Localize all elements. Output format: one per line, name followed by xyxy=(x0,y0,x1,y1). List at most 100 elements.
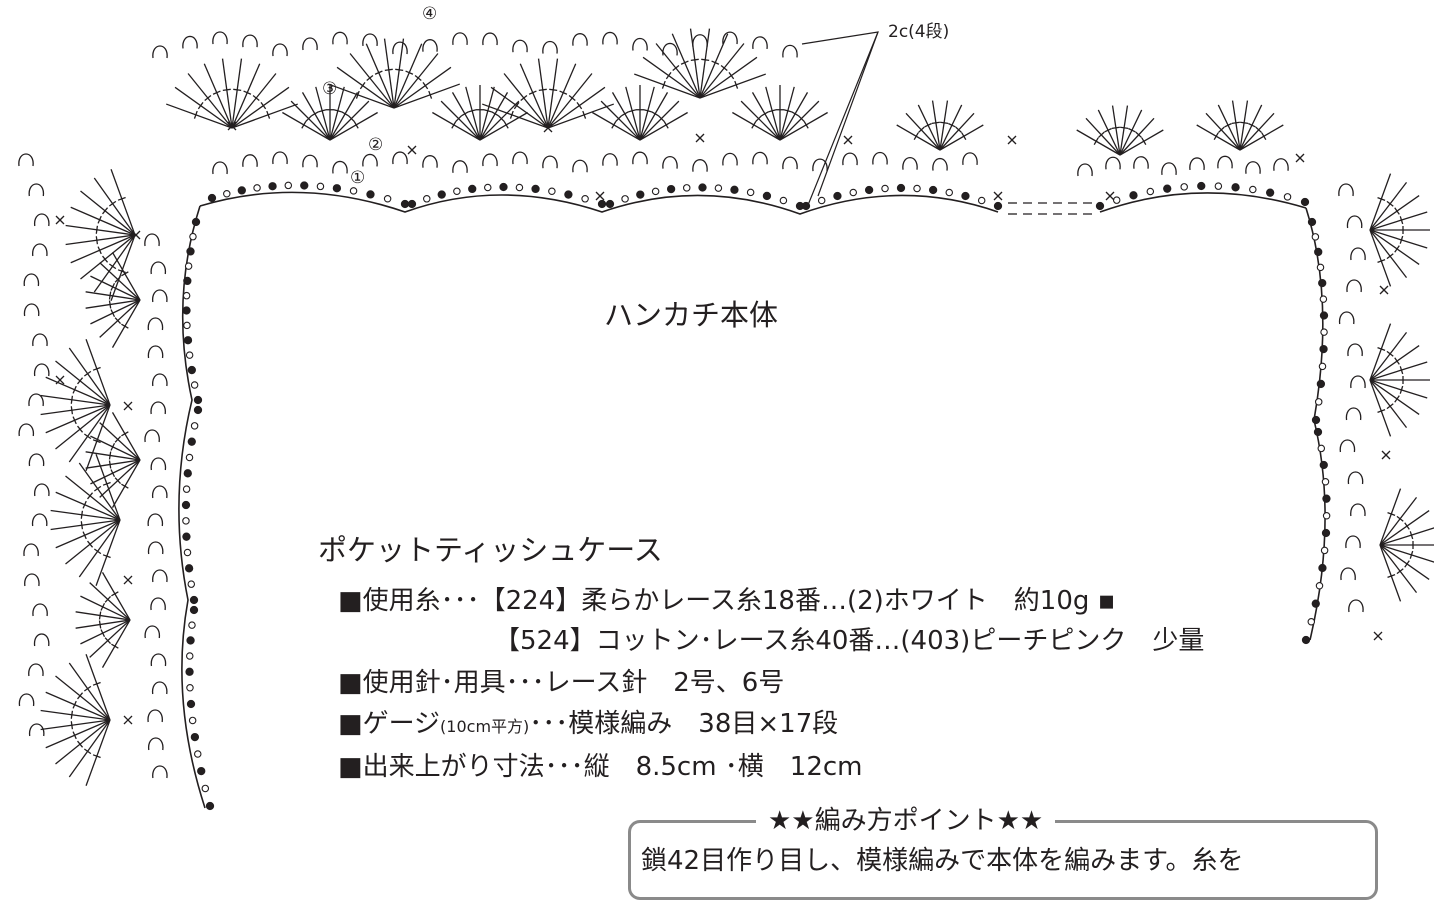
single-crochet-cross xyxy=(843,135,853,145)
left-inner-picot-loop xyxy=(147,513,163,527)
single-crochet-marks xyxy=(55,121,1391,725)
chain-dot xyxy=(499,182,508,192)
left-shell-fan-tick xyxy=(83,433,92,440)
left-inner-picot-loop xyxy=(152,485,168,499)
chain-dot xyxy=(1318,362,1327,371)
single-crochet-cross xyxy=(1007,135,1017,145)
single-crochet-cross xyxy=(123,401,133,411)
left-shell-fan xyxy=(85,719,111,787)
left-shell-fan-tick xyxy=(72,416,77,425)
top-shell-fan xyxy=(231,58,243,129)
top-shell-fan-tick xyxy=(538,88,547,92)
middle-shell-fan-tick xyxy=(615,115,622,122)
left-inner-picot-loop xyxy=(150,401,166,415)
middle-shell-fan-tick xyxy=(658,115,665,122)
right-shell-fan-tick xyxy=(1386,253,1394,260)
left-shell-fan-tick xyxy=(92,754,101,759)
row-picot-loop xyxy=(872,151,888,165)
left-inner-shell-fan xyxy=(85,459,141,469)
middle-shell-fan xyxy=(1239,104,1263,151)
row-number-2: ② xyxy=(368,135,384,155)
top-picot-loop xyxy=(242,34,258,48)
right-picot-loop xyxy=(1347,343,1363,357)
callout-lines xyxy=(801,31,879,211)
left-shell-fan-tick xyxy=(97,215,102,224)
left-shell-fan xyxy=(55,519,121,549)
top-shell-fan-tick xyxy=(384,68,393,72)
middle-shell-fan xyxy=(1196,124,1241,151)
top-shell-fan xyxy=(642,56,701,99)
chain-dot xyxy=(237,186,246,195)
left-inner-shell-fan-tick xyxy=(104,596,112,603)
right-shell-fan xyxy=(1369,379,1428,399)
chain-dot xyxy=(284,181,293,190)
left-inner-picot-loop xyxy=(152,373,168,387)
left-shell-fan-tick xyxy=(92,439,101,444)
middle-shell-fan xyxy=(479,100,520,141)
chain-dot xyxy=(187,580,196,588)
left-shell-fan-tick xyxy=(102,554,111,559)
top-shell-fan-tick xyxy=(576,101,583,110)
chain-dot xyxy=(349,187,358,195)
left-shell-fan xyxy=(40,404,111,416)
right-shell-fan xyxy=(1369,379,1420,415)
chain-dot xyxy=(1095,201,1105,211)
single-crochet-cross xyxy=(1295,153,1305,163)
top-shell-fan xyxy=(393,38,405,109)
row-picot-loop xyxy=(692,159,708,172)
chain-dot xyxy=(183,336,193,345)
row-picot-loop xyxy=(512,151,528,165)
left-inner-shell-fan xyxy=(101,572,131,621)
left-inner-picot-loop xyxy=(144,233,160,247)
row-picot-loop xyxy=(392,151,408,165)
left-inner-shell-fan-tick xyxy=(110,309,116,318)
chain-dot xyxy=(201,784,210,793)
left-inner-shell-fan xyxy=(111,412,141,461)
middle-shell-fan-tick xyxy=(1111,126,1120,130)
chain-dot xyxy=(1316,379,1326,389)
right-shell-fan xyxy=(1379,488,1402,546)
right-shell-fan-tick xyxy=(1386,350,1394,357)
middle-shell-fan-tick xyxy=(1093,137,1099,146)
middle-shell-fan-tick xyxy=(1240,121,1249,125)
middle-shell-fan-tick xyxy=(1141,137,1147,146)
left-shell-fan-tick xyxy=(83,748,92,755)
chain-dot xyxy=(205,801,215,811)
chain-dot xyxy=(597,199,607,209)
middle-shell-fan xyxy=(779,86,795,141)
left-shell-fan-tick xyxy=(77,692,84,700)
middle-shell-fan xyxy=(779,111,828,141)
top-shell-fan xyxy=(519,63,549,129)
single-crochet-cross xyxy=(695,133,705,143)
middle-shell-fan-tick xyxy=(768,109,777,113)
right-shell-fan-tick xyxy=(1396,568,1404,575)
chain-dot xyxy=(1146,187,1155,196)
left-shell-fan xyxy=(85,404,111,472)
right-picot-loop xyxy=(1340,567,1356,581)
middle-shell-fan xyxy=(732,111,781,141)
spec-gauge-unit: (10cm平方) xyxy=(440,717,530,736)
left-shell-fan-tick xyxy=(82,531,87,540)
chain-dot xyxy=(1317,444,1326,453)
left-picot-loop xyxy=(34,633,50,647)
left-picot-loop xyxy=(28,183,44,197)
middle-shell-fan-tick xyxy=(1231,121,1240,125)
right-picot-loop xyxy=(1350,503,1366,517)
chain-dot xyxy=(183,469,192,478)
left-shell-fan xyxy=(110,168,136,236)
middle-shell-fan-tick xyxy=(1224,122,1232,128)
chain-dot xyxy=(762,191,772,201)
right-shell-fan xyxy=(1379,497,1418,546)
left-inner-picot-loop xyxy=(152,289,168,303)
left-shell-fan xyxy=(80,234,136,280)
top-picot-loop xyxy=(602,31,618,45)
row-picot-loop xyxy=(542,155,558,169)
chain-dot xyxy=(268,182,277,191)
right-picot-loop xyxy=(1338,183,1354,197)
middle-shell-fan xyxy=(1097,109,1121,156)
chain-dot xyxy=(515,183,524,192)
left-shell-fan xyxy=(68,662,111,721)
right-picot-loop xyxy=(1348,599,1364,613)
top-shell-fan-tick xyxy=(734,80,739,89)
left-inner-shell-fan-tick xyxy=(104,637,112,644)
